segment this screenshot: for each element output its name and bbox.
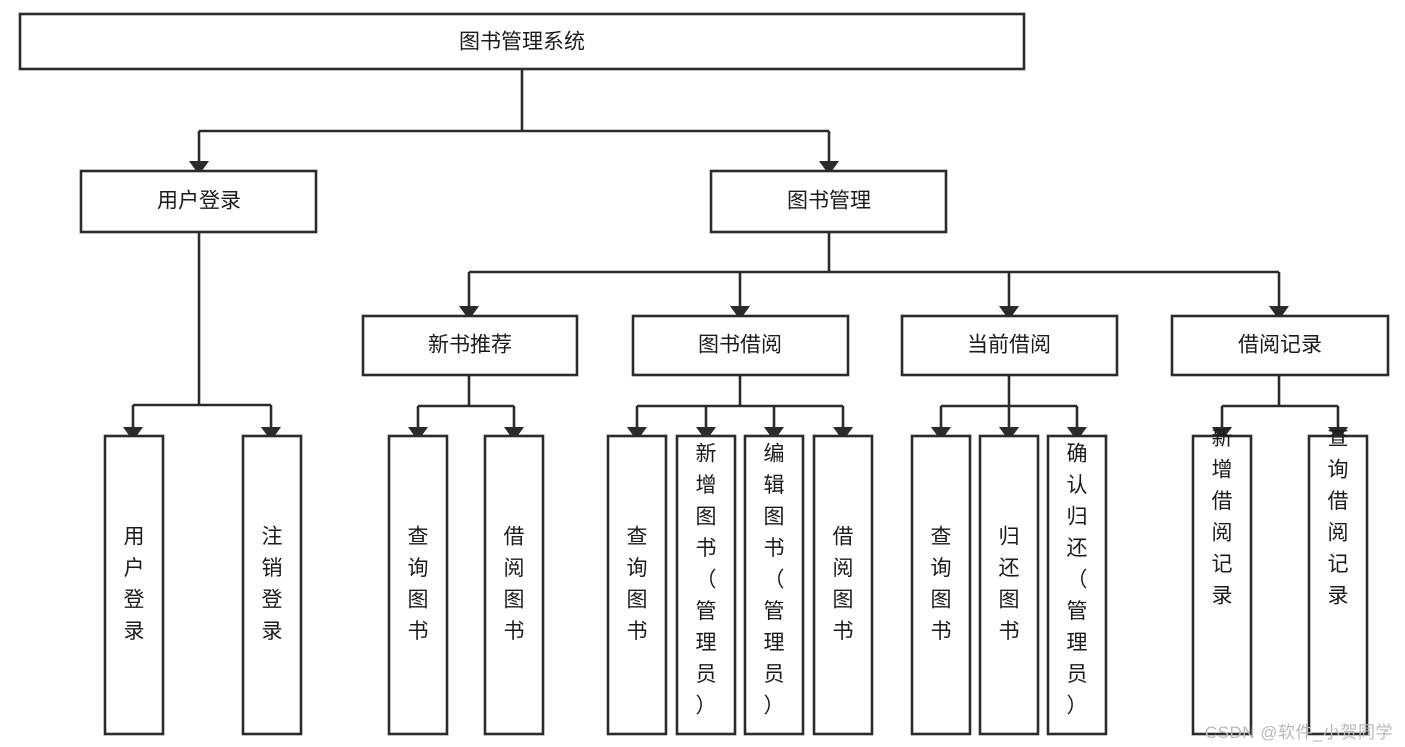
node-root-book-management-system[interactable]: 图书管理系统 [18, 12, 1026, 71]
leaf-node-bookborrow-edit-book[interactable]: 编辑图书（管理员） [743, 434, 805, 736]
leaf-bookborrow-query-book-box [606, 434, 668, 736]
leaf-currentborrow-return-book-box [978, 434, 1040, 736]
leaf-node-user-login[interactable]: 用户登录 [103, 434, 165, 736]
leaf-bookborrow-borrow-book-label: 借阅图书 [833, 525, 854, 643]
leaf-node-borrowrecord-add-record[interactable]: 新增借阅记录 [1191, 427, 1253, 736]
node-borrow-record-label: 借阅记录 [1238, 334, 1322, 357]
leaf-node-bookborrow-query-book[interactable]: 查询图书 [606, 434, 668, 736]
leaf-node-borrowrecord-query-record[interactable]: 查询借阅记录 [1307, 427, 1369, 736]
leaf-node-bookborrow-borrow-book[interactable]: 借阅图书 [812, 434, 874, 736]
leaf-node-logout[interactable]: 注销登录 [241, 434, 303, 736]
node-current-borrow-label: 当前借阅 [967, 334, 1051, 357]
leaf-bookborrow-query-book-label: 查询图书 [627, 525, 648, 643]
leaf-currentborrow-confirm-return-box [1046, 434, 1108, 736]
node-user-login-label: 用户登录 [157, 190, 241, 213]
leaf-currentborrow-return-book-label: 归还图书 [999, 525, 1020, 643]
leaf-newbook-query-book-label: 查询图书 [408, 525, 429, 643]
node-book-management-label: 图书管理 [787, 190, 871, 213]
leaf-node-bookborrow-add-book[interactable]: 新增图书（管理员） [675, 434, 737, 736]
leaf-borrowrecord-add-record-box [1191, 434, 1253, 736]
leaf-currentborrow-query-book-label: 查询图书 [931, 525, 952, 643]
connectors-group [122, 69, 1349, 441]
node-book-management[interactable]: 图书管理 [709, 169, 948, 234]
leaf-node-newbook-borrow-book[interactable]: 借阅图书 [483, 434, 545, 736]
leaf-bookborrow-borrow-book-box [812, 434, 874, 736]
leaf-user-login-box [103, 434, 165, 736]
leaf-borrowrecord-query-record-label: 查询借阅记录 [1328, 427, 1349, 608]
leaf-user-login-label: 用户登录 [124, 525, 145, 643]
leaf-newbook-borrow-book-label: 借阅图书 [504, 525, 525, 643]
node-borrow-record-box [1170, 314, 1390, 377]
node-user-login[interactable]: 用户登录 [79, 169, 318, 234]
node-current-borrow[interactable]: 当前借阅 [900, 314, 1119, 377]
node-book-borrow-box [631, 314, 850, 377]
leaf-logout-label: 注销登录 [262, 525, 283, 643]
leaf-bookborrow-edit-book-label: 编辑图书（管理员） [764, 443, 785, 718]
leaf-node-currentborrow-query-book[interactable]: 查询图书 [910, 434, 972, 736]
leaf-bookborrow-add-book-label: 新增图书（管理员） [696, 443, 717, 718]
leaf-node-newbook-query-book[interactable]: 查询图书 [387, 434, 449, 736]
node-book-borrow[interactable]: 图书借阅 [631, 314, 850, 377]
node-new-book-recommend[interactable]: 新书推荐 [361, 314, 579, 377]
leaf-newbook-query-book-box [387, 434, 449, 736]
leaf-currentborrow-confirm-return-label: 确认归还（管理员） [1067, 443, 1088, 718]
leaf-node-currentborrow-confirm-return[interactable]: 确认归还（管理员） [1046, 434, 1108, 736]
leaf-bookborrow-add-book-box [675, 434, 737, 736]
leaf-logout-box [241, 434, 303, 736]
node-root-box [18, 12, 1026, 71]
node-new-book-recommend-box [361, 314, 579, 377]
node-root-label: 图书管理系统 [459, 31, 585, 54]
leaf-borrowrecord-query-record-box [1307, 434, 1369, 736]
leaf-currentborrow-query-book-box [910, 434, 972, 736]
node-book-borrow-label: 图书借阅 [698, 334, 782, 357]
node-new-book-recommend-label: 新书推荐 [428, 334, 512, 357]
node-current-borrow-box [900, 314, 1119, 377]
leaf-bookborrow-edit-book-box [743, 434, 805, 736]
node-user-login-box [79, 169, 318, 234]
leaf-newbook-borrow-book-box [483, 434, 545, 736]
node-borrow-record[interactable]: 借阅记录 [1170, 314, 1390, 377]
leaf-borrowrecord-add-record-label: 新增借阅记录 [1212, 427, 1233, 608]
leaf-node-currentborrow-return-book[interactable]: 归还图书 [978, 434, 1040, 736]
node-book-management-box [709, 169, 948, 234]
